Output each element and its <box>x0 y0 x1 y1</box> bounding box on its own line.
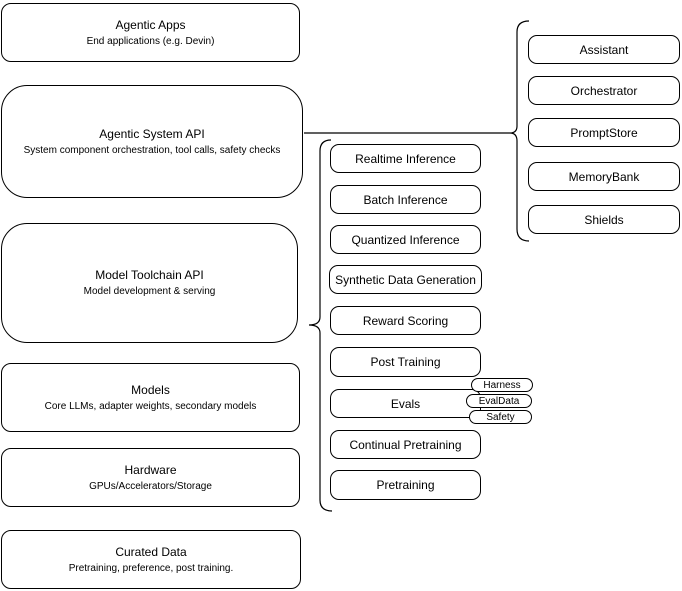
agentic-system-api-subtitle: System component orchestration, tool cal… <box>23 144 281 156</box>
system-component-box-orchestrator: Orchestrator <box>528 76 680 105</box>
curated-data-title: Curated Data <box>115 544 187 559</box>
hardware-title: Hardware <box>124 462 177 477</box>
toolchain-box-evals: Evals <box>330 389 481 418</box>
toolchain-box-synthetic-data-generation: Synthetic Data Generation <box>329 265 482 294</box>
eval-tag-pill-evaldata: EvalData <box>466 394 532 408</box>
toolchain-box-batch-inference: Batch Inference <box>330 185 481 214</box>
toolchain-box-post-training: Post Training <box>330 347 481 377</box>
system-component-box-memorybank: MemoryBank <box>528 162 680 191</box>
models-subtitle: Core LLMs, adapter weights, secondary mo… <box>44 400 257 412</box>
system-component-box-assistant: Assistant <box>528 35 680 64</box>
hardware-box: Hardware GPUs/Accelerators/Storage <box>1 448 300 507</box>
curated-data-box: Curated Data Pretraining, preference, po… <box>1 530 301 589</box>
toolchain-bracket <box>308 139 333 512</box>
toolchain-box-quantized-inference: Quantized Inference <box>330 225 481 254</box>
models-title: Models <box>131 382 170 397</box>
toolchain-box-reward-scoring: Reward Scoring <box>330 306 481 335</box>
agentic-apps-subtitle: End applications (e.g. Devin) <box>86 35 215 47</box>
agentic-system-api-box: Agentic System API System component orch… <box>1 85 303 198</box>
model-toolchain-api-box: Model Toolchain API Model development & … <box>1 223 298 343</box>
eval-tag-pill-harness: Harness <box>471 378 533 392</box>
system-component-box-shields: Shields <box>528 205 680 234</box>
model-toolchain-api-title: Model Toolchain API <box>95 268 204 282</box>
toolchain-box-continual-pretraining: Continual Pretraining <box>330 430 481 459</box>
eval-tag-pill-safety: Safety <box>469 410 532 424</box>
agentic-apps-title: Agentic Apps <box>115 17 186 32</box>
toolchain-box-realtime-inference: Realtime Inference <box>330 144 481 173</box>
system-component-box-promptstore: PromptStore <box>528 118 680 147</box>
agentic-system-api-title: Agentic System API <box>99 126 205 141</box>
curated-data-subtitle: Pretraining, preference, post training. <box>68 562 234 574</box>
hardware-subtitle: GPUs/Accelerators/Storage <box>89 480 212 492</box>
models-box: Models Core LLMs, adapter weights, secon… <box>1 363 300 432</box>
agentic-apps-box: Agentic Apps End applications (e.g. Devi… <box>1 3 300 62</box>
model-toolchain-api-subtitle: Model development & serving <box>83 286 216 297</box>
toolchain-box-pretraining: Pretraining <box>330 470 481 500</box>
system-bracket <box>509 20 530 242</box>
